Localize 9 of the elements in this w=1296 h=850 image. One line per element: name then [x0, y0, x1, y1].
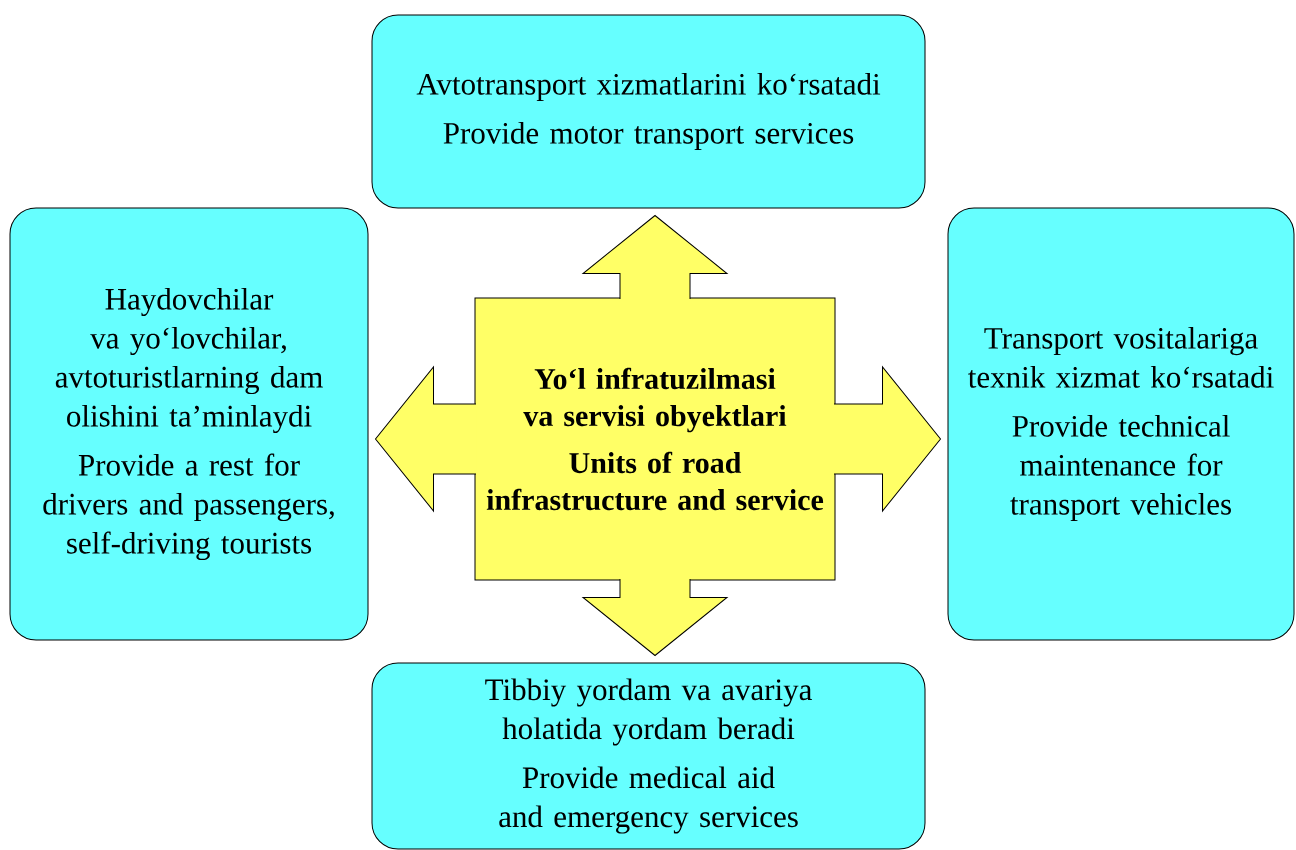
block-arrow	[375, 366, 477, 512]
rounded-box: Tibbiy yordam va avariya holatida yordam beradi Provide medical aid and emergency services	[371, 662, 926, 850]
cross-arrow-center: Yo‘l infratuzilmasi va servisi obyektlari Units of road infrastructure and service	[474, 297, 836, 581]
rounded-box: Transport vositalariga texnik xizmat ko‘rsatadi Provide technical maintenance for transport vehicles	[947, 207, 1295, 641]
rounded-box: Avtotransport xizmatlarini ko‘rsatadi Provide motor transport services	[371, 14, 926, 209]
block-arrow	[833, 366, 941, 512]
block-arrow	[582, 215, 728, 300]
block-arrow	[582, 578, 728, 656]
rounded-box: Haydovchilar va yo‘lovchilar, avtoturistlarning dam olishini ta’minlaydi Provide a rest for drivers and passengers, self-driving tourists	[9, 207, 369, 641]
